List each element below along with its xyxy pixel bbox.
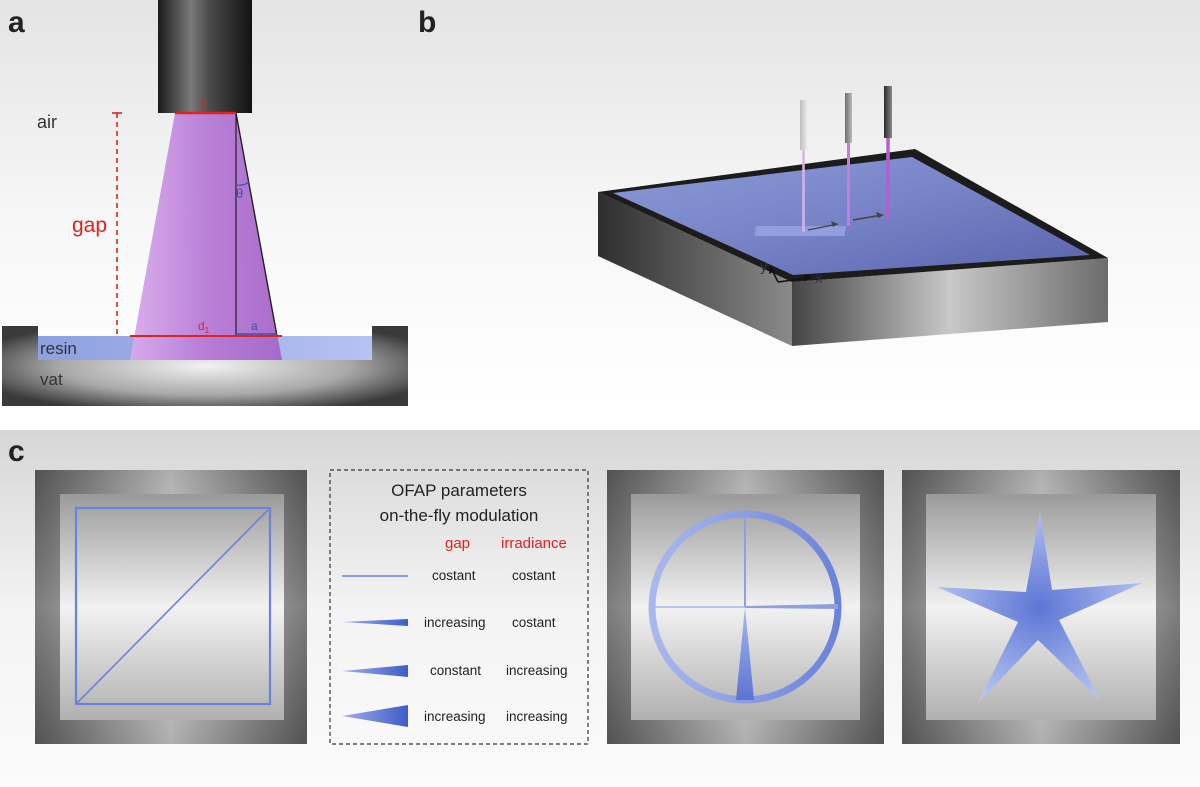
nozzle-cylinder — [158, 0, 252, 113]
panel-a: a air gap resin vat d d1 θ a — [2, 0, 408, 406]
d-label: d — [200, 96, 207, 110]
plate-left-side — [598, 192, 792, 346]
printed-star — [937, 512, 1142, 703]
legend-row3-line — [342, 665, 408, 677]
light-cone — [130, 113, 282, 360]
nozzle-light — [800, 100, 807, 150]
vat-label: vat — [40, 370, 63, 389]
x-axis-arrow-head — [804, 274, 812, 281]
panel-b: b x y — [418, 6, 1108, 346]
legend-row2-gap: increasing — [424, 615, 486, 630]
printed-square — [74, 506, 272, 706]
legend-title-line2: on-the-fly modulation — [380, 506, 539, 525]
plate-top-surface — [613, 157, 1090, 275]
plate-front-side — [792, 258, 1108, 346]
nozzle-mid — [845, 93, 852, 143]
legend-header-gap: gap — [445, 535, 470, 552]
d1-label: d1 — [198, 319, 210, 335]
legend-row2-line — [342, 619, 408, 626]
y-axis-arrow-head — [769, 266, 775, 274]
legend-header-irradiance: irradiance — [501, 535, 567, 552]
legend-row4-line — [342, 705, 408, 727]
printed-track — [754, 226, 847, 236]
legend-row4-gap: increasing — [424, 709, 486, 724]
motion-arrow-2 — [852, 214, 883, 221]
substrate-circle — [607, 470, 884, 744]
printed-wedge — [736, 607, 754, 700]
y-axis-label: y — [760, 258, 768, 275]
vat — [2, 326, 408, 406]
substrate-square-diagonal — [35, 470, 307, 744]
resin-label: resin — [40, 339, 77, 358]
nozzle-dark — [884, 86, 892, 138]
theta-arc — [235, 181, 250, 186]
theta-label: θ — [236, 186, 243, 201]
printed-diagonal — [75, 507, 271, 705]
gap-label: gap — [72, 214, 107, 237]
x-axis-label: x — [815, 270, 823, 287]
panel-c: c OFAP parameters on-the-fly modulation … — [8, 435, 1180, 745]
panel-letter-c: c — [8, 435, 25, 468]
a-label: a — [251, 319, 258, 333]
panel-letter-a: a — [8, 6, 25, 39]
air-label: air — [37, 112, 57, 132]
legend-title-line1: OFAP parameters — [391, 481, 527, 500]
x-axis-arrow — [777, 277, 809, 283]
substrate-star — [902, 470, 1180, 744]
legend-row4-irradiance: increasing — [506, 709, 568, 724]
legend-row1-gap: costant — [432, 568, 476, 583]
legend-box: OFAP parameters on-the-fly modulation ga… — [329, 469, 589, 745]
legend-row3-gap: constant — [430, 663, 481, 678]
motion-arrow-1-head — [831, 221, 838, 227]
cone-right-edge — [235, 112, 278, 337]
legend-row1-irradiance: costant — [512, 568, 556, 583]
legend-row3-irradiance: increasing — [506, 663, 568, 678]
printed-cross-right — [745, 604, 838, 609]
panel-letter-b: b — [418, 6, 436, 39]
legend-row2-irradiance: costant — [512, 615, 556, 630]
motion-arrow-2-head — [876, 212, 884, 218]
